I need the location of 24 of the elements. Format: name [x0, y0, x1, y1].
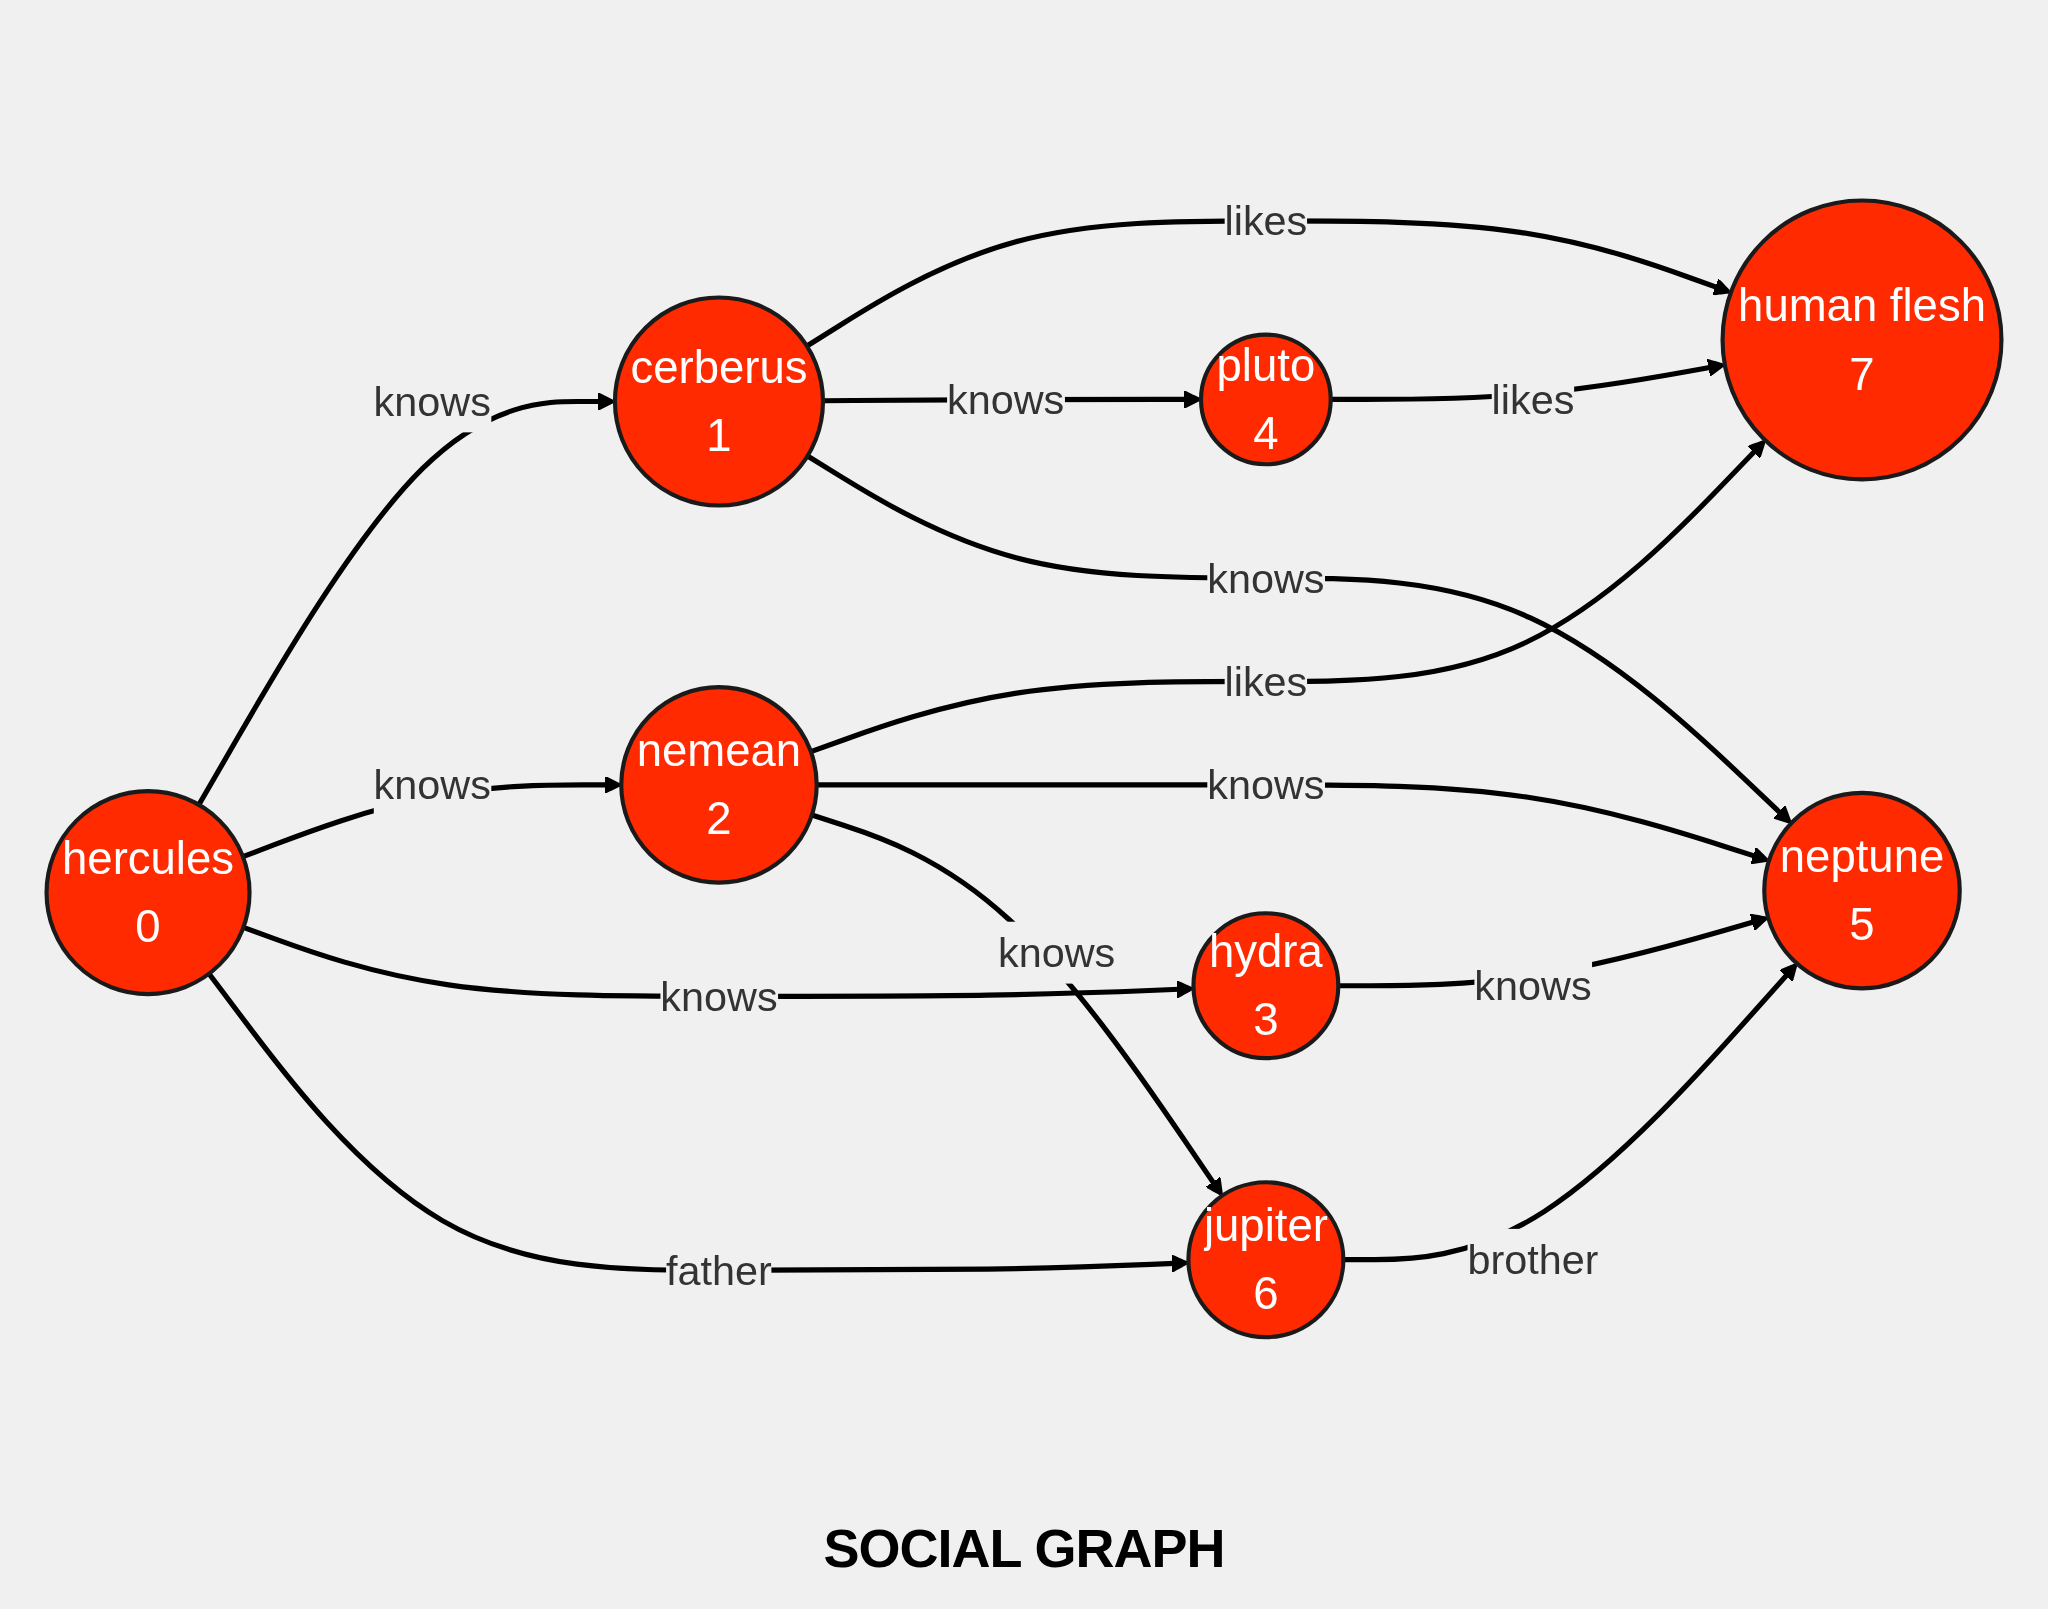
edge-label: knows	[1474, 962, 1592, 1009]
node-circle: pluto 4	[1198, 332, 1333, 467]
edge-label: knows	[997, 929, 1116, 976]
edge-label: likes	[1491, 376, 1575, 423]
arrow	[806, 453, 1792, 825]
node-circle: hercules 0	[44, 789, 252, 997]
node-circle: nemean 2	[619, 685, 819, 885]
node-circle: cerberus 1	[612, 295, 826, 508]
node-circle: hydra 3	[1191, 911, 1341, 1061]
edge-label: knows	[660, 973, 778, 1020]
arrow	[810, 439, 1767, 755]
edge-label: knows	[947, 376, 1065, 423]
edge-label: knows	[373, 762, 491, 808]
edge-label: knows	[1207, 762, 1325, 808]
node-circle: neptune 5	[1762, 790, 1962, 991]
edge-label: father	[666, 1247, 772, 1294]
node-circle: human flesh 7	[1720, 198, 2004, 482]
edge-label: likes	[1224, 658, 1308, 705]
edge-label: knows	[1207, 555, 1325, 601]
node-circle: jupiter 6	[1186, 1180, 1346, 1340]
edge-label: brother	[1467, 1236, 1599, 1283]
edge-label: likes	[1224, 198, 1308, 244]
edge-label: knows	[373, 378, 491, 425]
diagram-title: SOCIAL GRAPH	[823, 1517, 1225, 1579]
